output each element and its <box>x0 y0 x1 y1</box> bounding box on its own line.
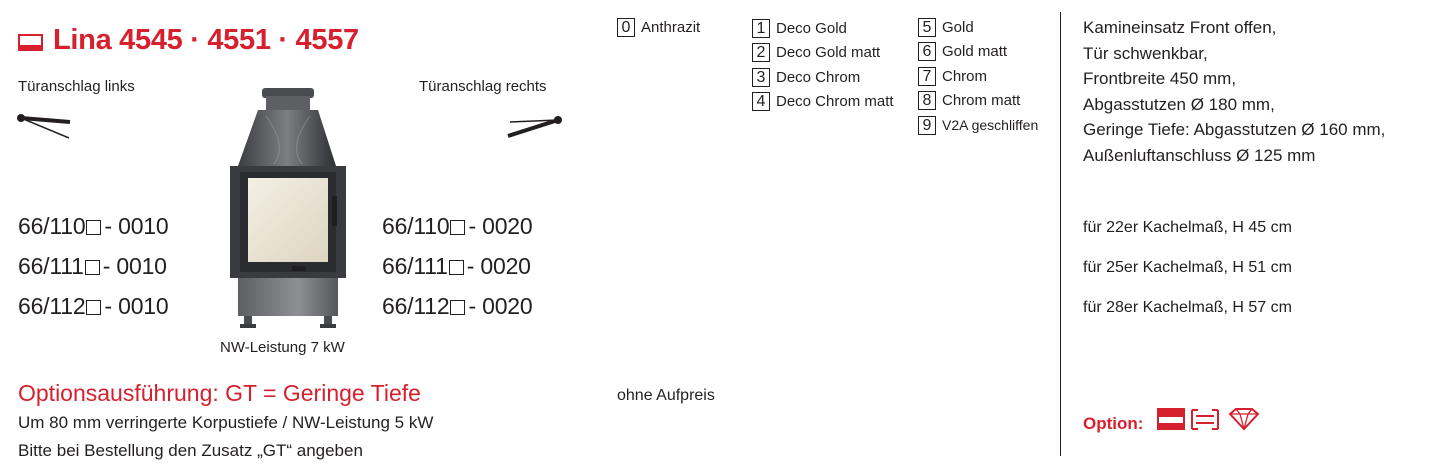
option-gt-line1: Um 80 mm verringerte Korpustiefe / NW-Le… <box>18 413 434 432</box>
finish-item: 3 Deco Chrom <box>752 65 894 90</box>
corner-icon <box>1228 408 1260 431</box>
finish-label: Gold <box>942 18 974 36</box>
finish-number: 6 <box>918 42 936 62</box>
finish-label: Deco Gold matt <box>776 44 881 62</box>
page-header: Lina 4545 · 4551 · 4557 <box>18 22 359 58</box>
product-title: Lina 4545 · 4551 · 4557 <box>53 23 359 56</box>
article-code-right-3: 66/112- 0020 <box>382 293 533 319</box>
product-description: Kamineinsatz Front offen, Tür schwenkbar… <box>1083 18 1386 165</box>
option-gt-line2: Bitte bei Bestellung den Zusatz „GT“ ang… <box>18 441 363 460</box>
finish-label: Anthrazit <box>641 18 701 36</box>
finish-label: Gold matt <box>942 43 1008 61</box>
option-icons <box>1157 408 1260 431</box>
article-code-left-1: 66/110- 0010 <box>18 213 169 239</box>
nw-power-label: NW-Leistung 7 kW <box>220 339 345 356</box>
option-gt-title: Optionsausführung: GT = Geringe Tiefe <box>18 380 421 406</box>
price-note: ohne Aufpreis <box>617 387 715 404</box>
finish-label: Chrom matt <box>942 92 1021 110</box>
fireplace-insert-image <box>230 88 346 328</box>
finish-label: V2A geschliffen <box>942 117 1039 134</box>
finish-item: 7 Chrom <box>918 64 1038 89</box>
finish-label: Deco Chrom matt <box>776 93 894 111</box>
finish-number: 7 <box>918 66 936 86</box>
finish-list-col2: 5 Gold 6 Gold matt 7 Chrom 8 Chrom matt 9 V2A… <box>918 15 1038 138</box>
hinge-left-label: Türanschlag links <box>18 78 135 95</box>
door-swing-left-icon <box>17 114 71 139</box>
finish-label: Deco Gold <box>776 19 847 37</box>
finish-item: 6 Gold matt <box>918 40 1038 65</box>
option-label: Option: <box>1083 414 1144 433</box>
finish-item: 2 Deco Gold matt <box>752 41 894 66</box>
finish-list-col0: 0 Anthrazit <box>617 16 700 38</box>
finish-item: 0 Anthrazit <box>617 16 700 38</box>
front-open-icon <box>1157 408 1185 430</box>
finish-number: 1 <box>752 18 770 38</box>
tile-size-1: für 22er Kachelmaß, H 45 cm <box>1083 219 1292 236</box>
tile-size-3: für 28er Kachelmaß, H 57 cm <box>1083 299 1292 316</box>
article-code-right-1: 66/110- 0020 <box>382 213 533 239</box>
finish-number: 8 <box>918 91 936 111</box>
finish-label: Deco Chrom <box>776 68 861 86</box>
finish-number: 9 <box>918 115 936 135</box>
hinge-right-label: Türanschlag rechts <box>419 78 547 95</box>
tile-size-2: für 25er Kachelmaß, H 51 cm <box>1083 259 1292 276</box>
finish-item: 4 Deco Chrom matt <box>752 90 894 115</box>
finish-number: 4 <box>752 92 770 112</box>
door-swing-right-icon <box>507 116 562 138</box>
finish-number: 2 <box>752 43 770 63</box>
finish-number: 3 <box>752 67 770 87</box>
column-divider <box>1060 12 1061 456</box>
article-code-left-2: 66/111- 0010 <box>18 253 167 279</box>
finish-item: 9 V2A geschliffen <box>918 113 1038 138</box>
finish-label: Chrom <box>942 67 988 85</box>
article-code-left-3: 66/112- 0010 <box>18 293 169 319</box>
finish-item: 1 Deco Gold <box>752 16 894 41</box>
fireplace-front-icon <box>18 33 43 51</box>
finish-number: 0 <box>617 17 635 37</box>
finish-item: 8 Chrom matt <box>918 89 1038 114</box>
article-code-right-2: 66/111- 0020 <box>382 253 531 279</box>
finish-list-col1: 1 Deco Gold 2 Deco Gold matt 3 Deco Chrom 4… <box>752 16 894 114</box>
finish-item: 5 Gold <box>918 15 1038 40</box>
finish-number: 5 <box>918 17 936 37</box>
tunnel-icon <box>1191 409 1219 430</box>
